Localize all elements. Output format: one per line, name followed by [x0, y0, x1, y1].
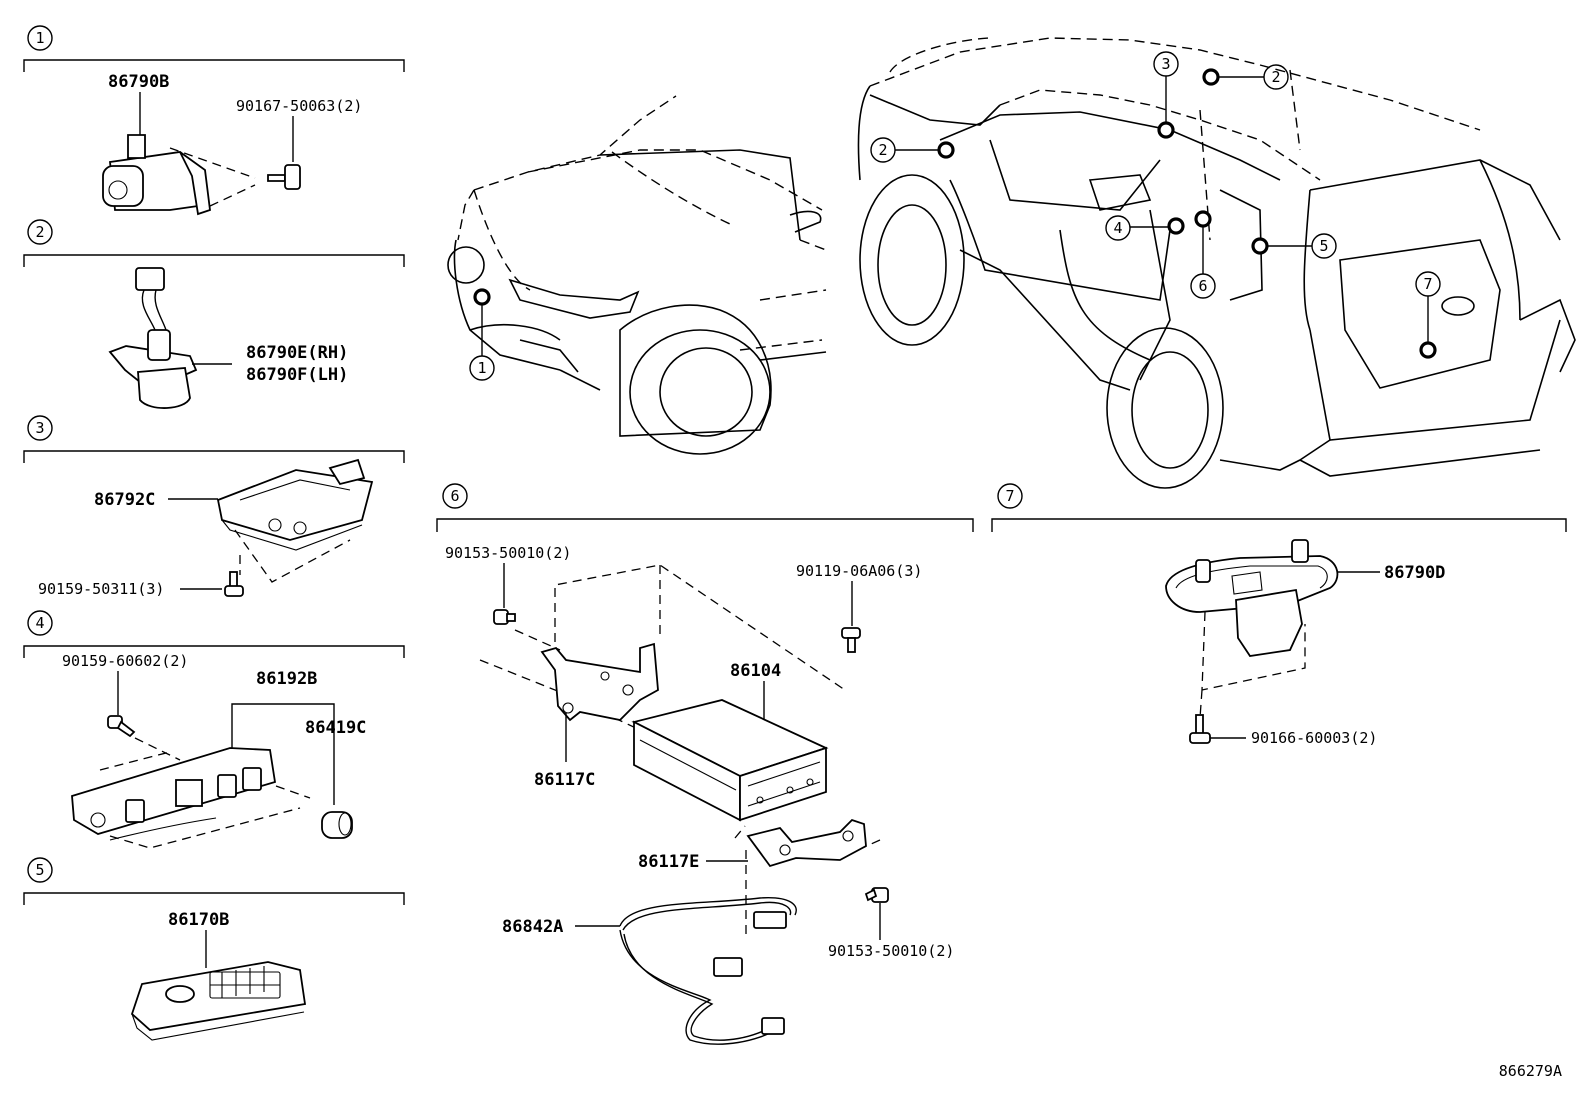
vehicle-rear-view: [857, 37, 1576, 489]
part-90167-50063-label: 90167-50063(2): [236, 97, 362, 115]
screw-90166-60003: [1189, 714, 1211, 744]
section-5: 5 86170B: [23, 857, 405, 1041]
remote-controller-86170B: [130, 961, 307, 1041]
vehicle-callout-6: 6: [1198, 277, 1207, 295]
part-86842A-label: 86842A: [502, 917, 563, 937]
wire-harness-86842A: [619, 897, 797, 1045]
section-2-number: 2: [35, 223, 44, 241]
section-6-number: 6: [450, 487, 459, 505]
part-86790F-label: 86790F(LH): [246, 365, 348, 385]
section-1-number: 1: [35, 29, 44, 47]
part-86790E-label: 86790E(RH): [246, 343, 348, 363]
vehicle-callout-7: 7: [1423, 275, 1432, 293]
part-86790D-label: 86790D: [1384, 563, 1445, 583]
vehicle-callout-1: 1: [477, 359, 486, 377]
side-camera-86790E-F: [108, 267, 198, 409]
part-90119-06A06-label: 90119-06A06(3): [796, 562, 922, 580]
section-2: 2 86790E(RH) 86790F(LH): [23, 219, 405, 409]
back-camera-86790D: [1165, 539, 1339, 657]
part-86192B-label: 86192B: [256, 669, 317, 689]
part-86117E-label: 86117E: [638, 852, 699, 872]
part-86117C-label: 86117C: [534, 770, 595, 790]
vehicle-callout-2-left: 2: [878, 141, 887, 159]
navigation-unit-86104: [631, 699, 829, 822]
vehicle-callout-2-right: 2: [1271, 68, 1280, 86]
section-1: 1 86790B 90167-50063(2): [23, 25, 405, 216]
knob-86419C: [321, 811, 353, 839]
vehicle-front-view: [447, 95, 827, 455]
part-86170B-label: 86170B: [168, 910, 229, 930]
bracket-86117C: [540, 642, 659, 722]
part-90166-60003-label: 90166-60003(2): [1251, 729, 1377, 747]
diagram-code: 866279A: [1499, 1062, 1562, 1080]
part-90159-60602-label: 90159-60602(2): [62, 652, 188, 670]
part-86792C-label: 86792C: [94, 490, 155, 510]
section-4-number: 4: [35, 614, 44, 632]
section-3: 3 86792C 90159-50311(3): [23, 415, 405, 598]
bolt-90119-06A06: [841, 627, 861, 653]
vehicle-callout-5: 5: [1319, 237, 1328, 255]
vehicle-callout-4: 4: [1113, 219, 1122, 237]
section-6: 6 90153-50010(2) 90119-06A06(3) 86117C 8…: [436, 483, 974, 1045]
bolt-90153-50010-upper: [493, 609, 516, 625]
ecu-86792C: [216, 458, 374, 551]
part-90153-50010-upper-label: 90153-50010(2): [445, 544, 571, 562]
section-3-number: 3: [35, 419, 44, 437]
rear-callouts: 2 2 3 4 5 6 7: [870, 51, 1441, 359]
part-86790B-label: 86790B: [108, 72, 169, 92]
screw-90159-60602: [107, 715, 136, 738]
bolt-90167-50063: [267, 164, 301, 190]
front-callout-1: 1: [469, 288, 495, 381]
part-90159-50311-label: 90159-50311(3): [38, 580, 164, 598]
vehicle-callout-3: 3: [1161, 55, 1170, 73]
bolt-90159-50311: [224, 571, 244, 597]
part-86419C-label: 86419C: [305, 718, 366, 738]
rear-camera-86790B: [102, 134, 211, 216]
section-4: 4 90159-60602(2) 86192B 86419C: [23, 610, 405, 849]
bolt-90153-50010-lower: [864, 887, 889, 903]
part-86104-label: 86104: [730, 661, 781, 681]
section-7-number: 7: [1005, 487, 1014, 505]
switch-panel-86192B: [71, 747, 277, 841]
bracket-86117E: [746, 818, 867, 868]
section-5-number: 5: [35, 861, 44, 879]
section-7: 7 86790D 90166-60003(2): [991, 483, 1567, 747]
part-90153-50010-lower-label: 90153-50010(2): [828, 942, 954, 960]
